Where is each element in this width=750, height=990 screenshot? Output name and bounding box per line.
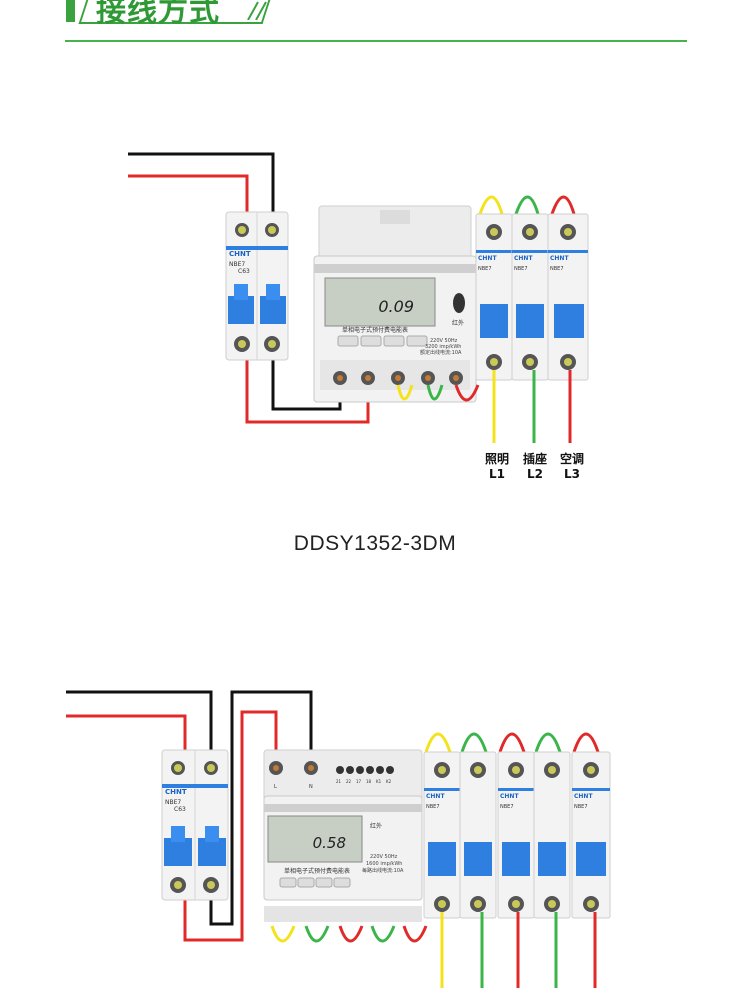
wiring-diagram-single-phase: CHNT NBE7 C63 0.09 单相电子式预付费电能表 红外 220V 5… bbox=[0, 60, 750, 520]
branch-1-brand: CHNT bbox=[478, 255, 497, 262]
out-terminal-2: 22 bbox=[346, 779, 352, 784]
branch-breakers: CHNT NBE7 CHNT NBE7 CHNT NBE7 bbox=[475, 213, 589, 381]
breaker-brand-2: CHNT bbox=[165, 788, 187, 796]
meter-name-2: 单相电子式预付费电能表 bbox=[284, 867, 350, 875]
meter-bottom-wires bbox=[270, 925, 428, 943]
meter-output-wires bbox=[396, 384, 480, 402]
branch2-3-model: NBE7 bbox=[500, 804, 514, 810]
branch2-breaker-1: CHNT NBE7 bbox=[423, 751, 461, 919]
main-breaker-2p: CHNT NBE7 C63 bbox=[225, 211, 289, 361]
meter-spec-line-2: 3200 imp/kWh bbox=[425, 344, 461, 350]
branch-breaker-1: CHNT NBE7 bbox=[475, 213, 513, 381]
branch2-breaker-4 bbox=[533, 751, 571, 919]
header-divider bbox=[65, 40, 687, 42]
meter-name: 单相电子式预付费电能表 bbox=[342, 326, 408, 334]
branch2-1-model: NBE7 bbox=[426, 804, 440, 810]
out-terminal-6: K2 bbox=[386, 779, 392, 784]
branch2-breaker-5: CHNT NBE7 bbox=[571, 751, 611, 919]
circuit-3-name: 空调 bbox=[560, 451, 584, 466]
circuit-2-line: L2 bbox=[527, 467, 543, 481]
out-terminal-1: 21 bbox=[336, 779, 342, 784]
circuit-2-name: 插座 bbox=[523, 451, 547, 466]
branch2-breaker-3: CHNT NBE7 bbox=[497, 751, 535, 919]
branch2-5-brand: CHNT bbox=[574, 793, 593, 800]
energy-meter-multi: L N 21 22 17 18 K1 K2 0.58 单相电子式预付费电能表 红… bbox=[263, 749, 423, 922]
branch-1-model: NBE7 bbox=[478, 266, 492, 272]
terminal-label-n: N bbox=[309, 784, 313, 790]
wiring-diagram-multi-circuit: CHNT NBE7 C63 L N 21 22 17 18 K1 K2 0.58… bbox=[0, 600, 750, 990]
meter-infrared-label: 红外 bbox=[452, 319, 464, 327]
breaker-rating-2: C63 bbox=[174, 806, 186, 813]
branch-breakers-2: CHNT NBE7 CHNT NBE7 bbox=[423, 751, 611, 919]
branch-top-wires bbox=[478, 195, 576, 215]
branch-2-brand: CHNT bbox=[514, 255, 533, 262]
main-breaker-2p-2: CHNT NBE7 C63 bbox=[161, 749, 229, 901]
energy-meter-single-phase: 0.09 单相电子式预付费电能表 红外 220V 50Hz 3200 imp/k… bbox=[313, 205, 477, 403]
out-terminal-5: K1 bbox=[376, 779, 382, 784]
circuit-1-line: L1 bbox=[489, 467, 505, 481]
meter-spec-2-3: 每路出线电流:10A bbox=[362, 867, 404, 874]
breaker-model-2: NBE7 bbox=[165, 799, 181, 806]
incoming-wires-2 bbox=[66, 690, 313, 942]
branch-breaker-3: CHNT NBE7 bbox=[547, 213, 589, 381]
breaker-brand: CHNT bbox=[229, 250, 251, 258]
meter-display-value: 0.09 bbox=[378, 297, 414, 316]
circuit-labels: 照明 L1 插座 L2 空调 L3 bbox=[485, 451, 584, 481]
model-label: DDSY1352-3DM bbox=[293, 532, 457, 555]
breaker-model: NBE7 bbox=[229, 261, 245, 268]
title-accent-bar bbox=[66, 0, 75, 22]
meter-infrared-label-2: 红外 bbox=[370, 822, 382, 830]
out-terminal-4: 18 bbox=[366, 779, 372, 784]
title-stripe-icon bbox=[247, 1, 267, 20]
meter-spec-2-1: 220V 50Hz bbox=[370, 854, 398, 860]
section-header: 接线方式 bbox=[0, 0, 750, 48]
branch-3-brand: CHNT bbox=[550, 255, 569, 262]
circuit-3-line: L3 bbox=[564, 467, 580, 481]
load-wires-2 bbox=[440, 912, 597, 988]
branch2-3-brand: CHNT bbox=[500, 793, 519, 800]
branch2-1-brand: CHNT bbox=[426, 793, 445, 800]
branch-2-model: NBE7 bbox=[514, 266, 528, 272]
load-wires bbox=[492, 370, 572, 443]
meter-spec-line-1: 220V 50Hz bbox=[430, 338, 458, 344]
meter-spec-line-3: 额定出线电流:10A bbox=[420, 349, 462, 356]
branch-top-wires-2 bbox=[424, 732, 600, 753]
branch2-5-model: NBE7 bbox=[574, 804, 588, 810]
meter-spec-2-2: 1600 imp/kWh bbox=[366, 861, 402, 867]
breaker-rating: C63 bbox=[238, 268, 250, 275]
branch-3-model: NBE7 bbox=[550, 266, 564, 272]
branch-breaker-2: CHNT NBE7 bbox=[511, 213, 549, 381]
terminal-label-l: L bbox=[274, 784, 277, 790]
out-terminal-3: 17 bbox=[356, 779, 362, 784]
section-title: 接线方式 bbox=[96, 0, 220, 29]
circuit-1-name: 照明 bbox=[485, 451, 509, 466]
meter-display-value-2: 0.58 bbox=[313, 834, 346, 852]
branch2-breaker-2 bbox=[459, 751, 497, 919]
